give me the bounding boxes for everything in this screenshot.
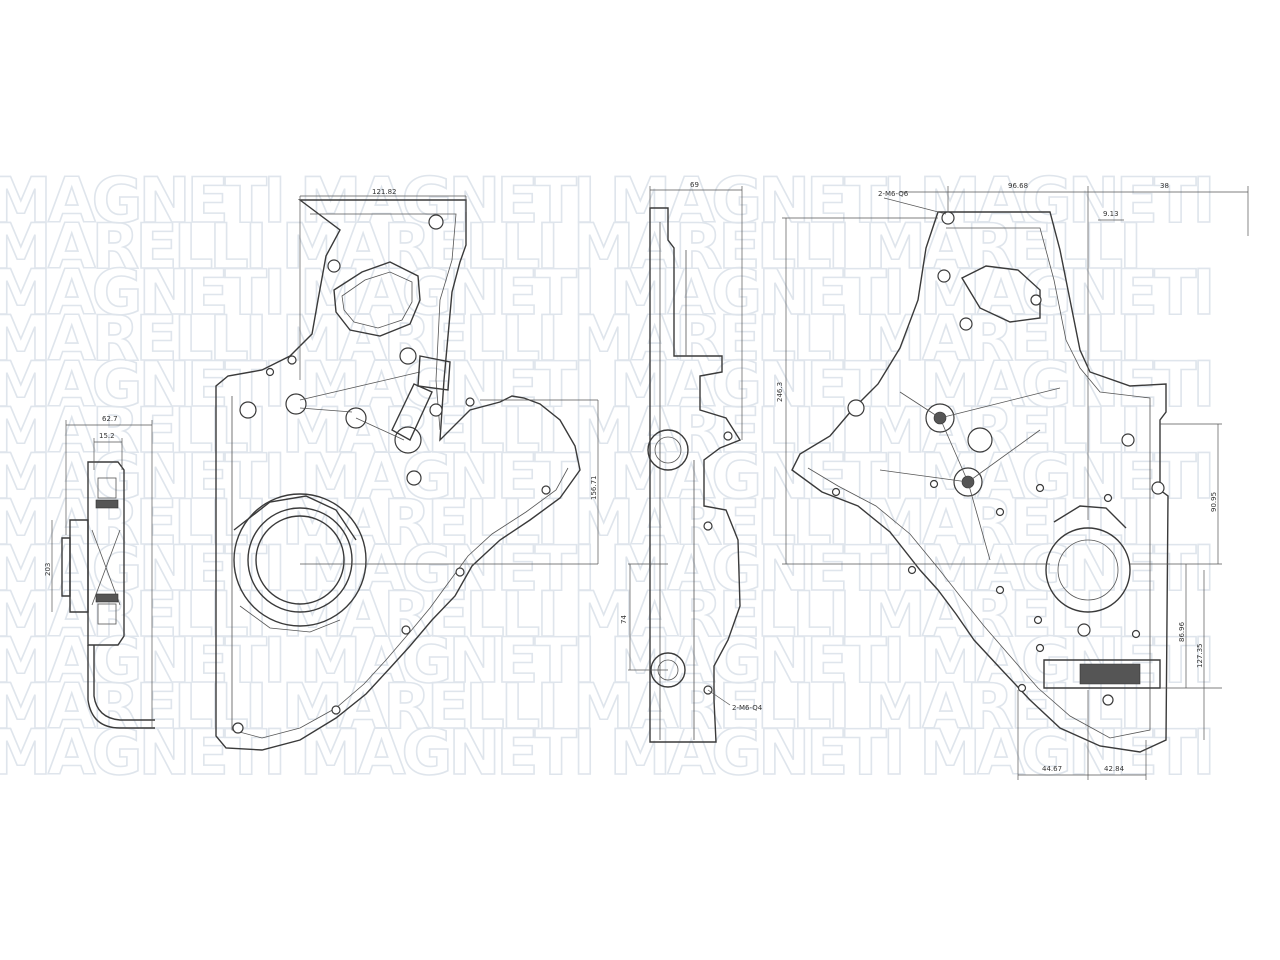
- watermark-row-4: MARELLI MARELLI MARELLI MARELLI: [0, 302, 1138, 375]
- dim-inner-label: 15.2: [99, 432, 115, 440]
- dim-width-label: 62.7: [102, 415, 118, 423]
- dim-height-label: 203: [44, 563, 52, 576]
- watermark: MAGNETI MAGNETI MAGNETI MAGNETI MARELLI …: [0, 163, 1216, 790]
- watermark-row-7: MAGNETI MAGNETI MAGNETI MAGNETI: [0, 440, 1211, 513]
- dim-top-a-label: 96.68: [1008, 182, 1028, 190]
- watermark-row-12: MARELLI MARELLI MARELLI MARELLI: [0, 670, 1138, 743]
- dim-right-b-label: 86.96: [1178, 621, 1186, 642]
- dim-bolt-label: 2-M6-Q4: [732, 704, 763, 712]
- dim-bolt-top-label: 2-M6-Q6: [878, 190, 909, 198]
- dim-top-b-label: 38: [1160, 182, 1169, 190]
- dim-bottom-label: 74: [620, 615, 628, 624]
- side-profile-small-view: 62.7 15.2 203: [44, 415, 155, 729]
- watermark-row-3: MAGNETI MAGNETI MAGNETI MAGNETI: [0, 256, 1211, 329]
- dim-height-label: 246.3: [776, 382, 784, 402]
- dim-top-label: 69: [690, 181, 699, 189]
- watermark-row-6: MARELLI MARELLI MARELLI MARELLI: [0, 394, 1138, 467]
- watermark-row-8: MARELLI MARELLI MARELLI MARELLI: [0, 486, 1138, 559]
- front-cover-view: 121.82 156.71: [215, 188, 599, 751]
- watermark-row-10: MARELLI MARELLI MARELLI MARELLI: [0, 578, 1138, 651]
- dim-bottom-b-label: 42.84: [1104, 765, 1125, 773]
- side-edge-view: 69 74 2-M6-Q4: [620, 181, 763, 743]
- watermark-row-13: MAGNETI MAGNETI MAGNETI MAGNETI: [0, 716, 1211, 789]
- dim-right-label: 156.71: [590, 476, 598, 501]
- dim-right-c-label: 127.35: [1196, 644, 1204, 669]
- dim-top-label: 121.82: [372, 188, 397, 196]
- watermark-row-9: MAGNETI MAGNETI MAGNETI MAGNETI: [0, 532, 1211, 605]
- dim-right-a-label: 90.95: [1210, 492, 1218, 512]
- watermark-row-5: MAGNETI MAGNETI MAGNETI MAGNETI: [0, 348, 1211, 421]
- watermark-row-1: MAGNETI MAGNETI MAGNETI MAGNETI: [0, 164, 1211, 237]
- rear-cover-view: 2-M6-Q6 96.68 38 9.13 246.3 90.95 86.96 …: [776, 182, 1249, 780]
- dim-small-label: 9.13: [1103, 210, 1119, 218]
- dim-bottom-a-label: 44.67: [1042, 765, 1062, 773]
